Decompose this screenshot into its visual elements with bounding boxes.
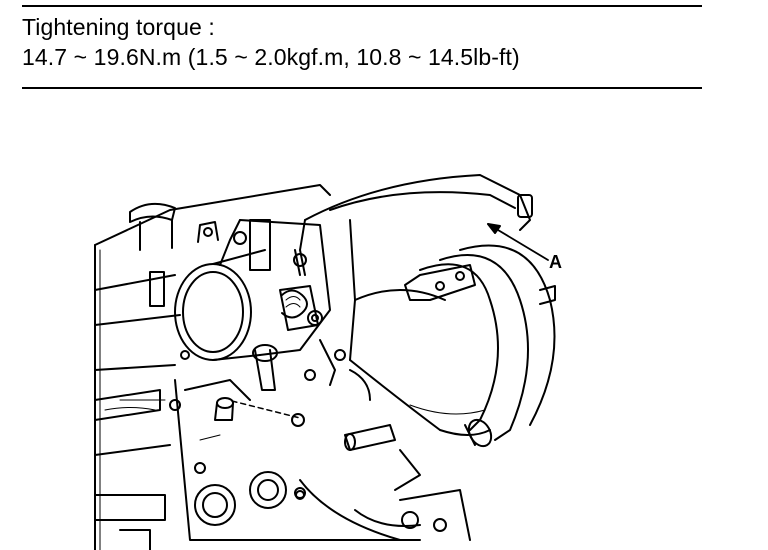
throttle-body [174,219,336,386]
line-drawing: A [94,174,562,550]
intake-manifold-illustration: A [0,100,768,550]
callout-leader [487,223,549,261]
torque-spec: Tightening torque : 14.7 ~ 19.6N.m (1.5 … [22,12,712,72]
intake-manifold [299,174,556,491]
torque-heading: Tightening torque : [22,14,215,40]
engine-block [94,184,331,550]
cylinder-head [174,379,471,541]
top-rule [22,5,702,7]
bottom-rule [22,87,702,89]
torque-value: 14.7 ~ 19.6N.m (1.5 ~ 2.0kgf.m, 10.8 ~ 1… [22,44,520,70]
callout-label-a: A [549,252,562,272]
pipe-fittings [169,344,396,500]
